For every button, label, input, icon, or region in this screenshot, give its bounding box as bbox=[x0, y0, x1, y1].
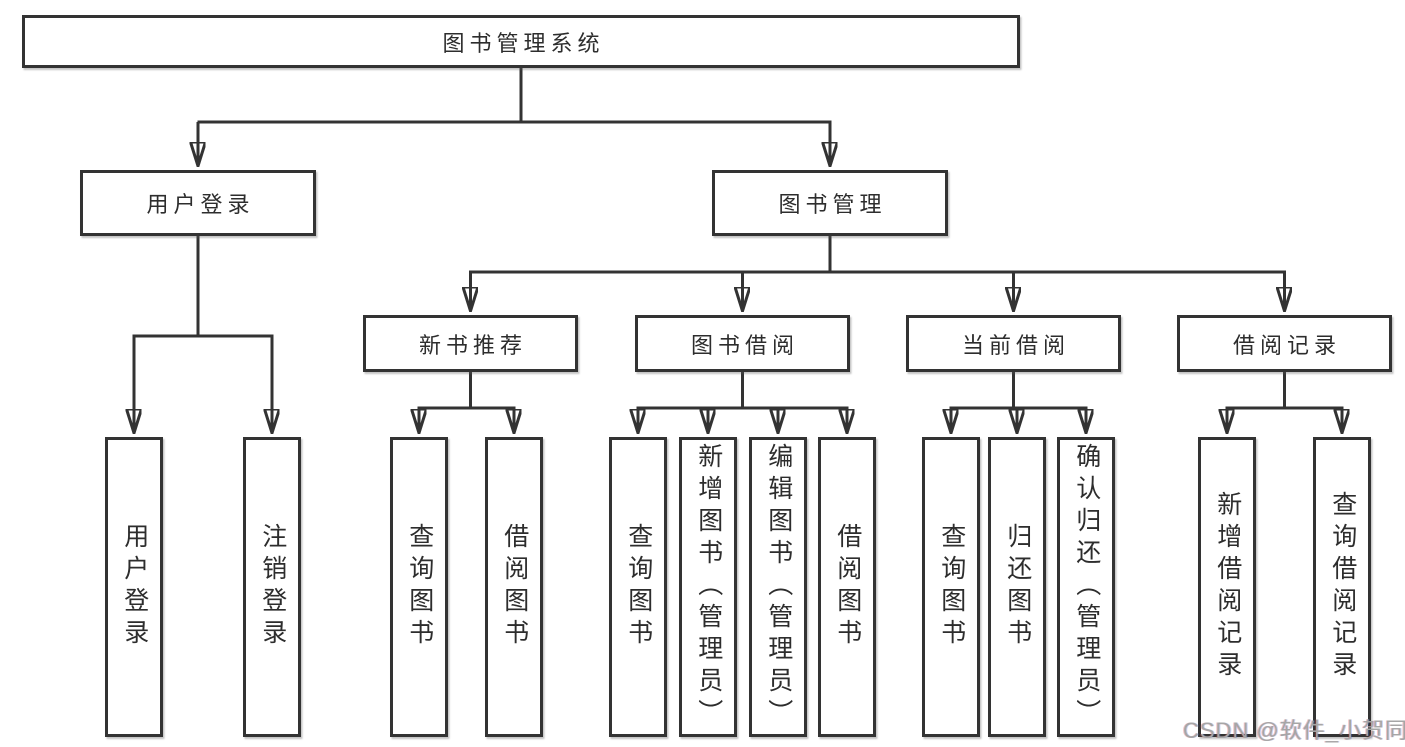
node-borrowing-records: 借阅记录 bbox=[1177, 315, 1392, 372]
leaf-query-books-current-label: 查询图书 bbox=[937, 523, 966, 651]
leaf-return-book: 归还图书 bbox=[988, 437, 1046, 737]
csdn-watermark: CSDN @软件_小贺同学 bbox=[1183, 718, 1405, 743]
leaf-borrow-books-recommend-label: 借阅图书 bbox=[500, 523, 529, 651]
connector-book-borrowing-branch bbox=[637, 372, 849, 433]
node-book-management: 图书管理 bbox=[712, 170, 948, 236]
node-borrowing-records-label: 借阅记录 bbox=[1232, 332, 1341, 358]
leaf-borrow-books-borrowing: 借阅图书 bbox=[818, 437, 876, 737]
leaf-query-books-borrowing-label: 查询图书 bbox=[624, 523, 653, 651]
leaf-add-borrow-record-label: 新增借阅记录 bbox=[1213, 491, 1242, 683]
node-current-borrowing: 当前借阅 bbox=[906, 315, 1121, 372]
leaf-query-books-borrowing: 查询图书 bbox=[609, 437, 667, 737]
leaf-query-books-recommend-label: 查询图书 bbox=[405, 523, 434, 651]
node-user-login: 用户登录 bbox=[80, 170, 316, 236]
leaf-user-login-label: 用户登录 bbox=[120, 523, 149, 651]
leaf-query-books-recommend: 查询图书 bbox=[390, 437, 448, 737]
connector-book-management-split bbox=[469, 236, 1286, 311]
node-book-borrowing: 图书借阅 bbox=[635, 315, 850, 372]
node-book-borrowing-label: 图书借阅 bbox=[690, 332, 799, 358]
leaf-logout-label: 注销登录 bbox=[258, 523, 287, 651]
leaf-query-borrow-record: 查询借阅记录 bbox=[1313, 437, 1371, 737]
leaf-add-book-admin: 新增图书（管理员） bbox=[679, 437, 737, 737]
leaf-add-borrow-record: 新增借阅记录 bbox=[1198, 437, 1256, 737]
leaf-confirm-return-admin: 确认归还（管理员） bbox=[1057, 437, 1115, 737]
leaf-add-book-admin-label: 新增图书（管理员） bbox=[694, 443, 723, 731]
connector-root-split bbox=[198, 68, 832, 166]
node-new-book-recommend-label: 新书推荐 bbox=[418, 332, 527, 358]
node-current-borrowing-label: 当前借阅 bbox=[961, 332, 1070, 358]
leaf-borrow-books-borrowing-label: 借阅图书 bbox=[833, 523, 862, 651]
node-user-login-label: 用户登录 bbox=[146, 192, 255, 217]
node-book-management-label: 图书管理 bbox=[778, 192, 887, 217]
leaf-logout: 注销登录 bbox=[243, 437, 301, 737]
connector-new-book-recommend-branch bbox=[418, 372, 516, 433]
leaf-user-login: 用户登录 bbox=[105, 437, 163, 737]
leaf-query-borrow-record-label: 查询借阅记录 bbox=[1328, 491, 1357, 683]
leaf-edit-book-admin: 编辑图书（管理员） bbox=[749, 437, 807, 737]
node-library-management-system: 图书管理系统 bbox=[22, 15, 1020, 68]
leaf-edit-book-admin-label: 编辑图书（管理员） bbox=[764, 443, 793, 731]
connector-borrowing-records-branch bbox=[1226, 372, 1344, 433]
node-new-book-recommend: 新书推荐 bbox=[363, 315, 578, 372]
connector-user-login-branch bbox=[133, 236, 274, 433]
connector-current-borrowing-branch bbox=[950, 372, 1088, 433]
node-library-management-system-label: 图书管理系统 bbox=[442, 30, 605, 56]
leaf-borrow-books-recommend: 借阅图书 bbox=[485, 437, 543, 737]
leaf-query-books-current: 查询图书 bbox=[922, 437, 980, 737]
leaf-return-book-label: 归还图书 bbox=[1003, 523, 1032, 651]
leaf-confirm-return-admin-label: 确认归还（管理员） bbox=[1072, 443, 1101, 731]
